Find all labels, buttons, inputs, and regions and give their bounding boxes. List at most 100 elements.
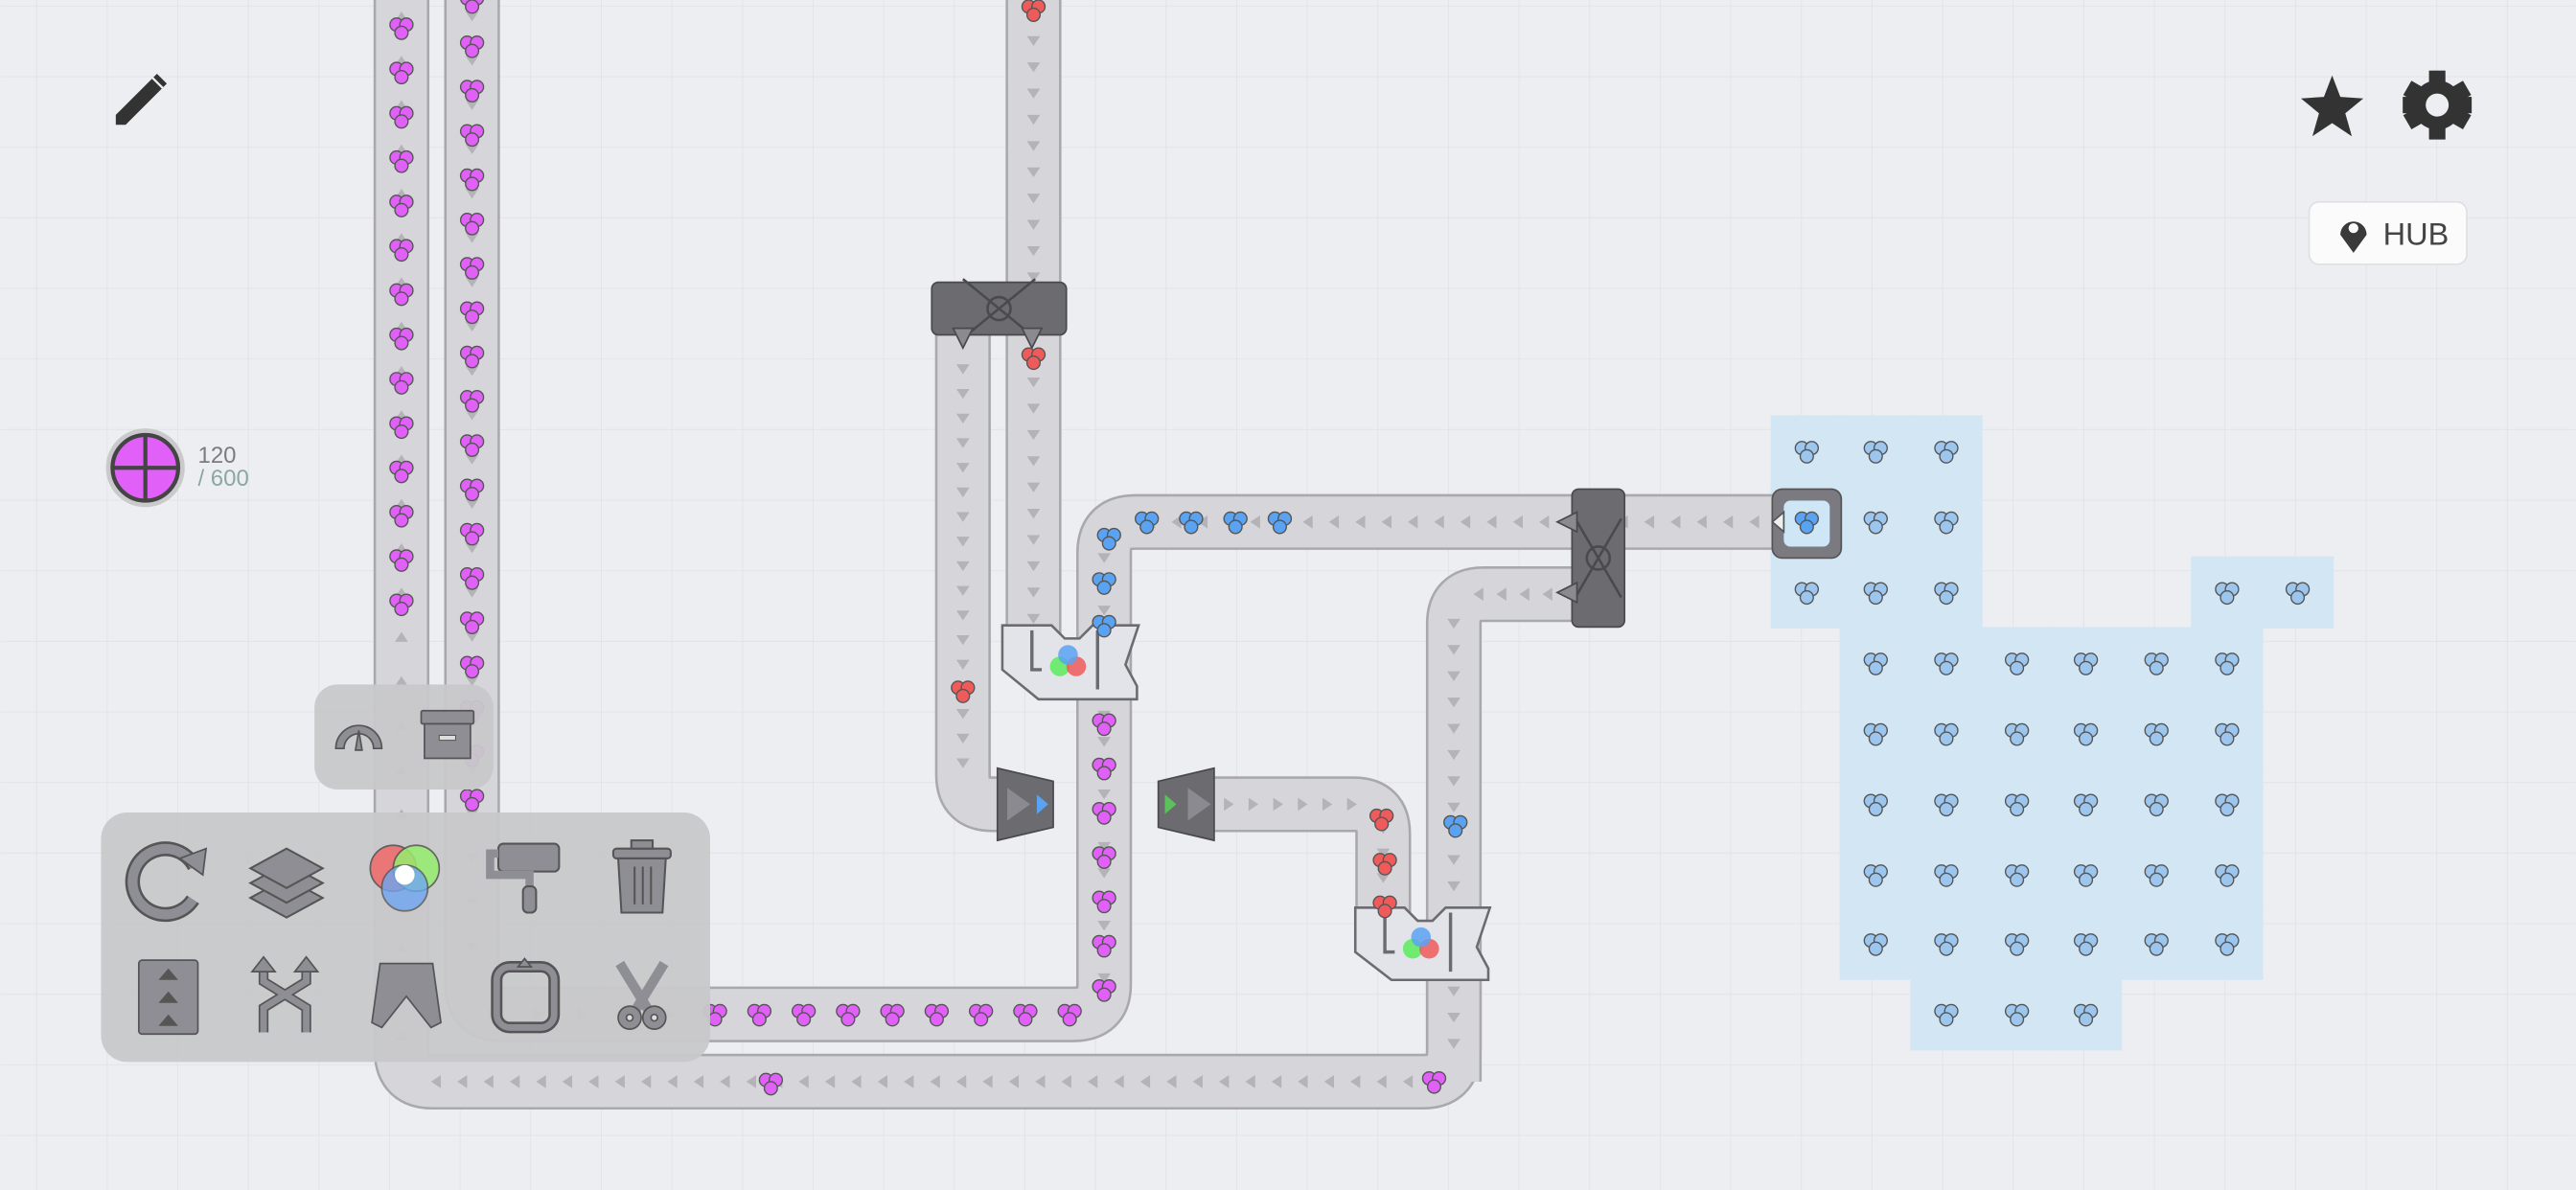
shape-item [1934, 582, 1959, 606]
belt-arrow [1139, 1075, 1151, 1088]
belt-arrow [1026, 62, 1041, 73]
belt-arrow [667, 1075, 678, 1088]
tunnel-icon[interactable] [371, 962, 442, 1029]
belt-arrow [955, 512, 970, 522]
shape-item [2285, 582, 2311, 606]
storage-box-icon[interactable] [420, 709, 475, 760]
map-pin-icon [2340, 221, 2367, 253]
belt-arrow [1328, 515, 1340, 529]
balancer-icon[interactable] [250, 955, 320, 1033]
shape-item [459, 611, 485, 634]
belt-arrow [1670, 515, 1681, 529]
balancer-top[interactable] [931, 278, 1068, 351]
shape-item [2073, 722, 2099, 746]
belt-arrow [798, 1075, 809, 1088]
gear-icon[interactable] [2403, 70, 2472, 140]
belt-arrow [1346, 797, 1357, 812]
shape-item [1863, 864, 1888, 887]
extractor-icon[interactable] [491, 957, 561, 1034]
belt-arrow [955, 733, 970, 744]
belt-arrow [1097, 790, 1111, 800]
belt-arrow [1376, 848, 1391, 858]
cutter-icon[interactable] [615, 960, 669, 1030]
tunnel-exit[interactable] [1157, 767, 1215, 842]
belt-arrow [1026, 88, 1041, 99]
belt-arrow [1447, 855, 1460, 865]
shape-item [459, 390, 485, 413]
shape-item [389, 416, 414, 440]
speedometer-icon[interactable] [334, 724, 383, 751]
shape-item [836, 1003, 861, 1027]
belt-arrow [1097, 737, 1111, 747]
hub-area[interactable] [1770, 415, 2334, 1051]
belt-arrow [395, 631, 408, 642]
shape-item [1092, 614, 1116, 638]
belt-arrow [1026, 429, 1041, 441]
shape-item [1372, 895, 1397, 919]
belt-arrow [465, 321, 479, 332]
painter-icon[interactable] [486, 842, 561, 914]
belt-arrow [955, 709, 970, 720]
star-icon[interactable] [2300, 75, 2364, 137]
belt-arrow [614, 1075, 625, 1088]
hub-label: HUB [2383, 217, 2450, 251]
belt-arrow [1273, 797, 1283, 812]
belt-arrow [1298, 1075, 1308, 1088]
belt-arrow [1097, 921, 1111, 931]
belt-arrow [1088, 1075, 1098, 1088]
belt-arrow [1026, 482, 1041, 492]
shape-item [2144, 722, 2169, 746]
shape-item [1021, 347, 1046, 371]
shape-item [389, 17, 414, 40]
belt-arrow [1447, 802, 1460, 812]
belt-arrow [1097, 868, 1111, 879]
belt-arrow [1026, 613, 1041, 624]
shape-item [2144, 793, 2169, 817]
shapes-on-belts [389, 0, 2311, 1096]
shape-item [2073, 933, 2099, 956]
belt-arrow [1434, 515, 1444, 529]
belt-arrow [955, 1075, 967, 1088]
shape-item [1863, 652, 1888, 675]
balancer-right[interactable] [1555, 488, 1626, 629]
belt-arrow [1749, 515, 1760, 529]
hub-button[interactable]: HUB [2308, 200, 2468, 265]
belt-arrow [465, 233, 479, 243]
pencil-icon[interactable] [115, 73, 168, 126]
shape-item [702, 1003, 727, 1027]
shape-item [459, 124, 485, 148]
trash-icon[interactable] [611, 839, 672, 914]
belt-arrow [1026, 219, 1041, 230]
belt-icon[interactable] [137, 959, 199, 1036]
belt-arrow [982, 1075, 993, 1088]
shape-item [459, 213, 485, 236]
mixer-2[interactable] [1353, 906, 1492, 982]
belt-arrow [1026, 378, 1041, 388]
belt-arrow [1381, 515, 1392, 529]
shape-item [2004, 933, 2030, 956]
shape-item [2215, 933, 2240, 956]
tunnel-entrance[interactable] [996, 767, 1054, 842]
belt-arrow [955, 659, 970, 670]
belt-arrow [904, 1075, 914, 1088]
color-mixer-icon[interactable] [369, 844, 441, 912]
shape-item [2004, 652, 2030, 675]
belt-arrow [1035, 1075, 1046, 1088]
belt-surface [937, 320, 1020, 830]
belt-arrow [1026, 535, 1041, 545]
belt-arrow [465, 587, 479, 598]
shape-item [747, 1003, 772, 1027]
shape-item [1057, 1003, 1082, 1027]
rotator-icon[interactable] [125, 841, 208, 923]
belt-arrow [1097, 606, 1111, 616]
belt-arrow [509, 1075, 520, 1088]
shape-item [459, 257, 485, 280]
mixer-1[interactable] [1000, 624, 1140, 701]
shape-item [389, 593, 414, 617]
belt-arrow [465, 189, 479, 199]
shape-item [1863, 511, 1888, 535]
shape-item [389, 504, 414, 528]
shape-item [389, 149, 414, 173]
stacker-icon[interactable] [248, 847, 325, 919]
